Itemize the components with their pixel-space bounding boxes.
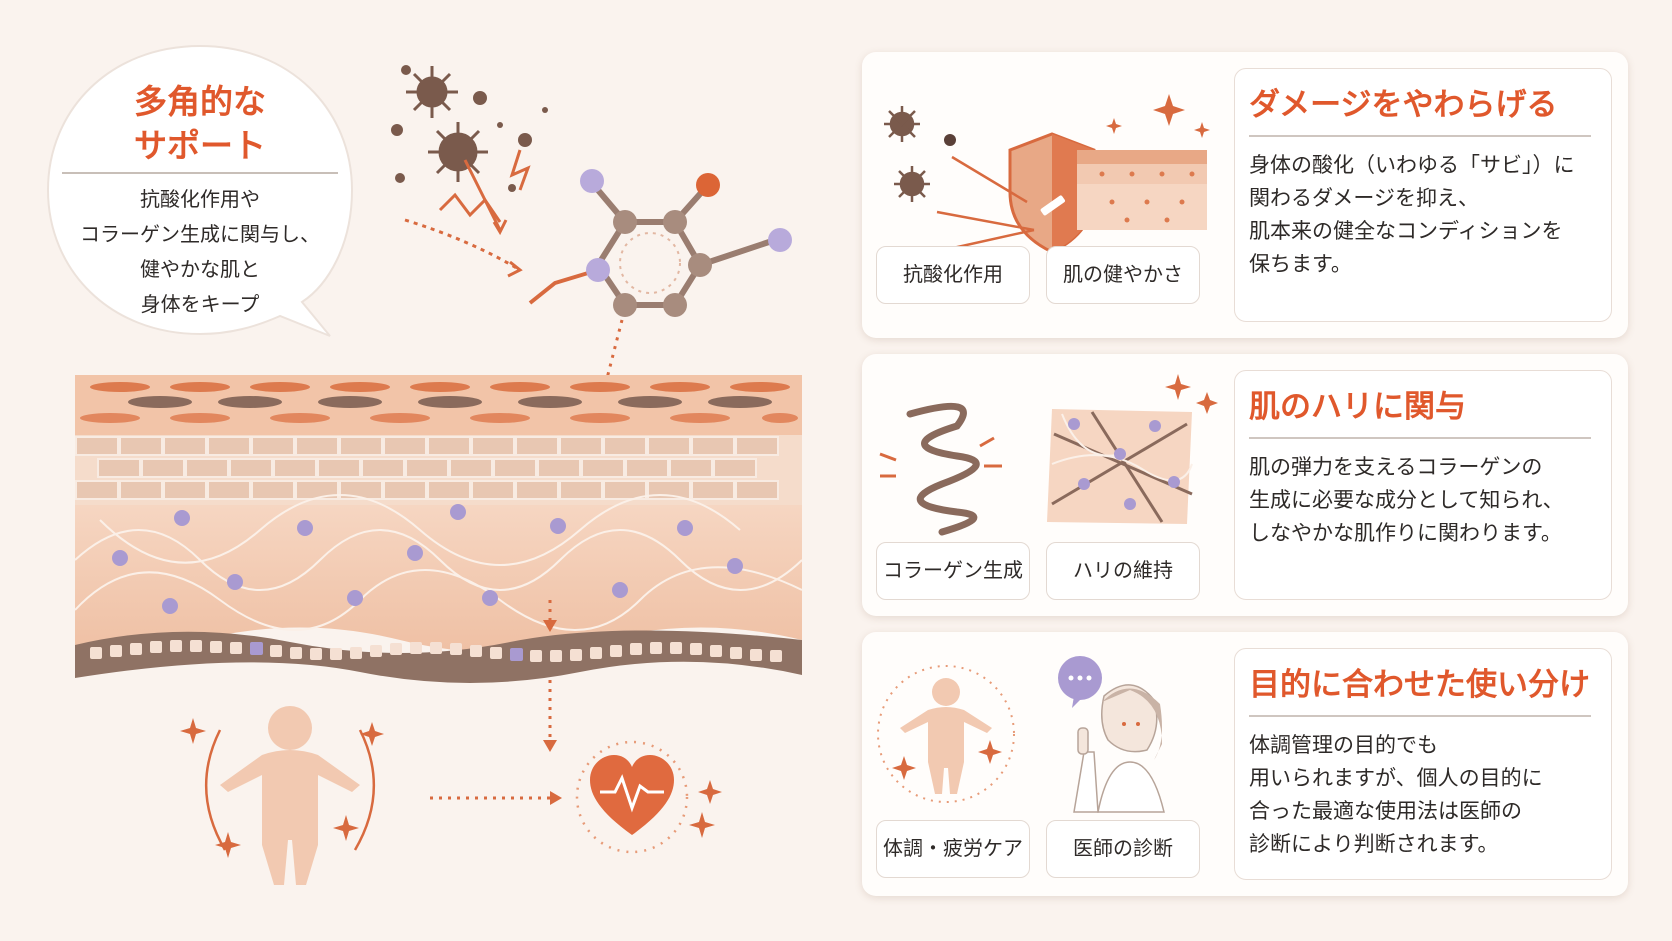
- skin-layer-icon: [1077, 94, 1210, 230]
- skin-layer-icon: [74, 375, 803, 683]
- card3-icons: [877, 656, 1165, 813]
- tension-lines-icon: [879, 436, 1002, 478]
- chip-antioxidant: 抗酸化作用: [876, 246, 1030, 304]
- speech-bubble: 多角的な サポート 抗酸化作用や コラーゲン生成に関与し、 健やかな肌と 身体を…: [40, 40, 360, 340]
- human-figure-icon: [180, 706, 384, 885]
- shield-icon: [936, 132, 1096, 254]
- heart-icon: [575, 740, 722, 854]
- card-damage-title: ダメージをやわらげる: [1249, 87, 1558, 123]
- chip-firmness: ハリの維持: [1046, 542, 1200, 600]
- card-elasticity-body: 肌の弾力を支えるコラーゲンの 生成に必要な成分として知られ、 しなやかな肌作りに…: [1249, 455, 1564, 545]
- bubble-body: 抗酸化作用や コラーゲン生成に関与し、 健やかな肌と 身体をキープ: [80, 187, 320, 316]
- card-damage-divider: [1249, 135, 1591, 137]
- card-damage: 抗酸化作用 肌の健やかさ ダメージをやわらげる 身体の酸化（いわゆる「サビ」）に…: [862, 52, 1628, 338]
- chip-condition-fatigue-care: 体調・疲労ケア: [876, 820, 1030, 878]
- bubble-title: 多角的な サポート: [134, 82, 266, 165]
- card1-icons: [884, 94, 1210, 254]
- collagen-spring-icon: [906, 402, 980, 536]
- bubble-divider: [62, 172, 338, 174]
- card-elasticity-divider: [1249, 437, 1591, 439]
- card-damage-description: ダメージをやわらげる 身体の酸化（いわゆる「サビ」）に 関わるダメージを抑え、 …: [1234, 68, 1612, 322]
- skin-illustration: [74, 65, 803, 885]
- card-usage-body: 体調管理の目的でも 用いられますが、個人の目的に 合った最適な使用法は医師の 診…: [1249, 733, 1543, 856]
- card2-icons: [879, 374, 1218, 536]
- card-damage-body: 身体の酸化（いわゆる「サビ」）に 関わるダメージを抑え、 肌本来の健全なコンディ…: [1249, 153, 1575, 276]
- card-usage: 体調・疲労ケア 医師の診断 目的に合わせた使い分け 体調管理の目的でも 用いられ…: [862, 632, 1628, 896]
- chip-skin-health: 肌の健やかさ: [1046, 246, 1200, 304]
- card-usage-title: 目的に合わせた使い分け: [1249, 667, 1590, 703]
- chip-collagen-production: コラーゲン生成: [876, 542, 1030, 600]
- body-care-icon: [877, 665, 1015, 803]
- card-elasticity: コラーゲン生成 ハリの維持 肌のハリに関与 肌の弾力を支えるコラーゲンの 生成に…: [862, 354, 1628, 616]
- card-elasticity-title: 肌のハリに関与: [1249, 389, 1466, 425]
- collagen-fiber-icon: [1047, 374, 1218, 524]
- chip-doctor-diagnosis: 医師の診断: [1046, 820, 1200, 878]
- virus-icon: [391, 65, 548, 192]
- card-usage-divider: [1249, 715, 1591, 717]
- flow-arrow-icon: [430, 600, 552, 800]
- damage-arrow-icon: [404, 149, 531, 278]
- doctor-icon: [1058, 656, 1165, 813]
- card-elasticity-description: 肌のハリに関与 肌の弾力を支えるコラーゲンの 生成に必要な成分として知られ、 し…: [1234, 370, 1612, 600]
- virus-icon: [884, 106, 956, 202]
- card-usage-description: 目的に合わせた使い分け 体調管理の目的でも 用いられますが、個人の目的に 合った…: [1234, 648, 1612, 880]
- molecule-icon: [528, 169, 792, 601]
